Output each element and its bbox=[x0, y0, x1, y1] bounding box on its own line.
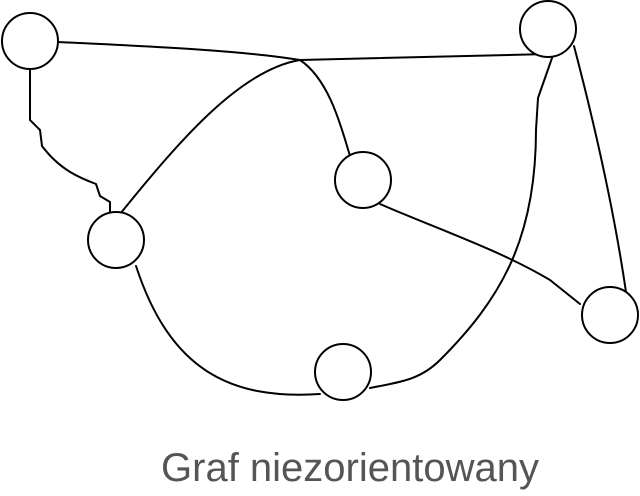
diagram-caption: Graf niezorientowany bbox=[161, 446, 539, 490]
node-right bbox=[581, 286, 639, 344]
node-left bbox=[87, 211, 145, 269]
node-center bbox=[334, 151, 392, 209]
edge-top-left-left bbox=[29, 63, 111, 221]
edge-top-right-right bbox=[573, 45, 627, 293]
node-bottom bbox=[314, 343, 372, 401]
edge-left-top-right bbox=[119, 53, 549, 215]
edge-center-right bbox=[379, 203, 581, 305]
edge-top-left-center bbox=[57, 41, 351, 157]
node-top-right bbox=[519, 0, 577, 58]
edge-top-right-bottom bbox=[369, 57, 553, 389]
node-top-left bbox=[1, 12, 59, 70]
edge-left-bottom bbox=[135, 265, 321, 396]
